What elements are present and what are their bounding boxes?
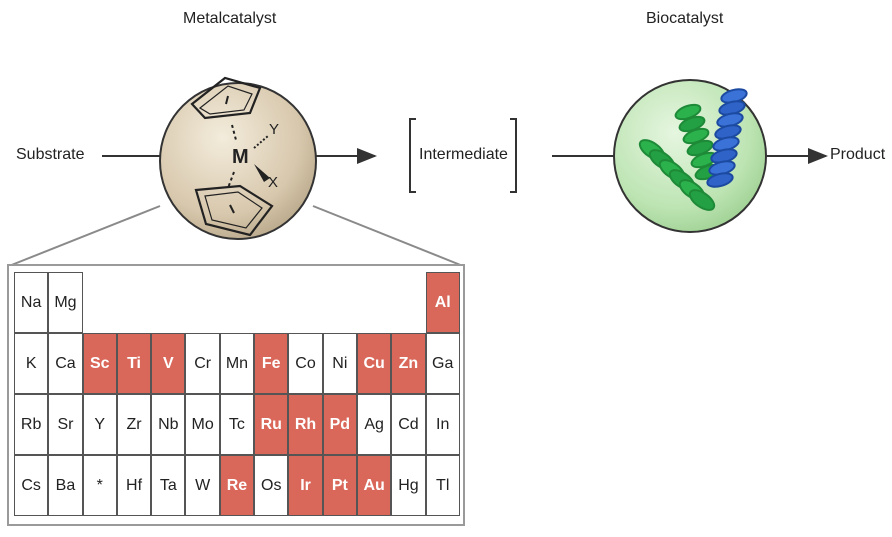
- element-cell: Zn: [391, 333, 426, 394]
- element-cell: Au: [356, 455, 392, 516]
- element-cell: Tl: [425, 455, 460, 516]
- product-label: Product: [830, 146, 886, 163]
- element-cell: Ru: [254, 394, 289, 455]
- element-cell: Ni: [322, 333, 357, 394]
- bracket-right: [510, 118, 517, 193]
- element-cell: Sr: [48, 394, 83, 455]
- element-cell: W: [185, 455, 220, 516]
- ligand-x: X: [268, 174, 279, 191]
- substrate-label: Substrate: [16, 146, 85, 163]
- element-cell: Ga: [425, 333, 460, 394]
- element-cell: Co: [288, 333, 323, 394]
- element-cell: Na: [14, 272, 49, 333]
- element-cell: Mn: [219, 333, 255, 394]
- bond-top: [231, 124, 237, 141]
- element-cell: Os: [254, 455, 289, 516]
- element-cell: Re: [219, 455, 255, 516]
- element-cell: Pd: [322, 394, 357, 455]
- element-cell: Rh: [288, 394, 323, 455]
- element-cell: K: [14, 333, 49, 394]
- element-cell: Nb: [151, 394, 186, 455]
- element-cell: Rb: [14, 394, 49, 455]
- element-cell: Sc: [82, 333, 117, 394]
- cyclopentadienyl-bottom-icon: [194, 184, 274, 237]
- element-cell: Cr: [185, 333, 220, 394]
- bond-x-wedge: [254, 164, 270, 182]
- bracket-left: [409, 118, 416, 193]
- element-cell: Cs: [14, 455, 49, 516]
- element-cell: Fe: [254, 333, 289, 394]
- element-cell: *: [82, 455, 117, 516]
- element-cell: Tc: [219, 394, 255, 455]
- element-cell: Mo: [185, 394, 220, 455]
- intermediate-label: Intermediate: [419, 146, 508, 163]
- element-cell: Hg: [391, 455, 426, 516]
- element-cell: Mg: [48, 272, 83, 333]
- metalcatalyst-label: Metalcatalyst: [183, 10, 277, 27]
- element-cell: Y: [82, 394, 117, 455]
- bond-y: [253, 135, 269, 149]
- element-cell: In: [425, 394, 460, 455]
- cyclopentadienyl-top-icon: [190, 76, 262, 120]
- empty-span: [82, 272, 426, 333]
- element-cell: Al: [425, 272, 460, 333]
- protein-helix-icon: [638, 88, 748, 211]
- metal-symbol: M: [232, 146, 249, 168]
- periodic-table: Na Mg Al K Ca Sc Ti V Cr Mn Fe Co Ni Cu …: [14, 272, 460, 516]
- element-cell: Pt: [322, 455, 357, 516]
- element-cell: Ti: [116, 333, 152, 394]
- element-cell: Ta: [151, 455, 186, 516]
- element-cell: Zr: [116, 394, 152, 455]
- element-cell: Ba: [48, 455, 83, 516]
- element-cell: Ag: [356, 394, 392, 455]
- ligand-y: Y: [269, 121, 280, 138]
- element-cell: Hf: [116, 455, 152, 516]
- element-cell: V: [151, 333, 186, 394]
- element-cell: Cu: [356, 333, 392, 394]
- zoom-line-right: [312, 205, 464, 267]
- element-cell: Cd: [391, 394, 426, 455]
- bond-bottom: [227, 171, 235, 189]
- element-cell: Ca: [48, 333, 83, 394]
- element-cell: Ir: [288, 455, 323, 516]
- zoom-line-left: [8, 205, 161, 267]
- biocatalyst-label: Biocatalyst: [646, 10, 724, 27]
